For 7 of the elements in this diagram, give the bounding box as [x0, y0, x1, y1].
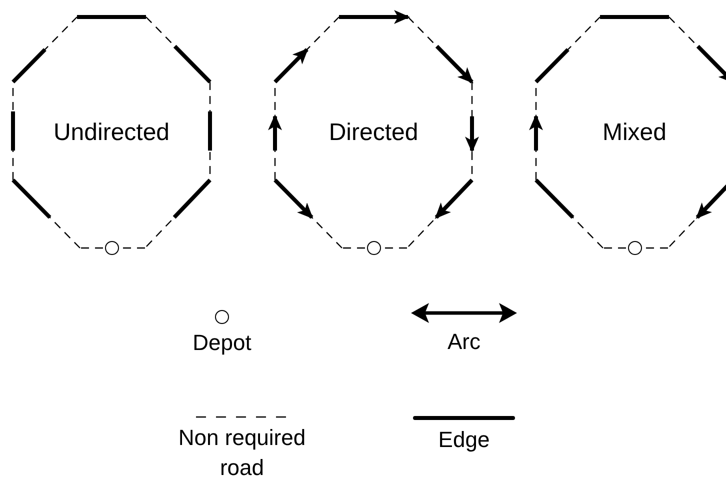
- legend-label: Depot: [192, 329, 252, 357]
- legend-label: Arc: [448, 328, 480, 356]
- legend-label: Edge: [438, 426, 490, 454]
- legend-label: Non required road: [177, 424, 307, 482]
- network-label: Mixed: [602, 120, 667, 144]
- network-label: Undirected: [53, 120, 170, 144]
- network-label: Directed: [328, 120, 418, 144]
